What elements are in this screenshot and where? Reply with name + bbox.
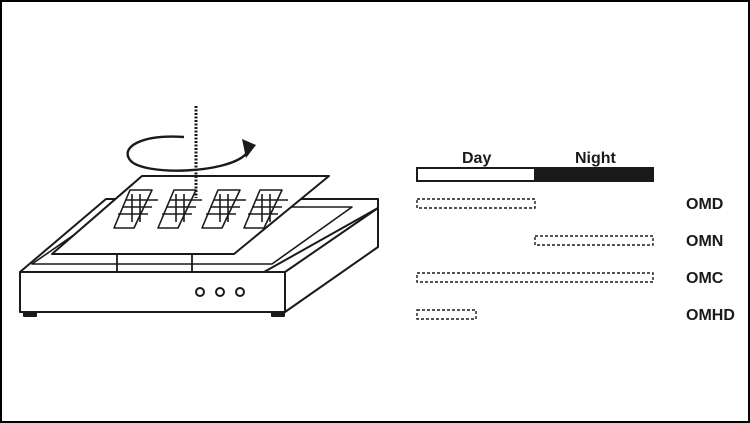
group-rows: OMD OMN OMC OMHD xyxy=(416,196,735,324)
group-label-omhd: OMHD xyxy=(686,307,735,324)
day-label: Day xyxy=(462,150,491,167)
night-bar xyxy=(534,167,654,182)
day-bar xyxy=(416,167,536,182)
base-foot-right xyxy=(271,311,285,317)
tube-rack xyxy=(201,189,246,229)
circular-arrow-icon xyxy=(126,135,256,172)
control-knob xyxy=(235,287,245,297)
group-label-omn: OMN xyxy=(686,233,723,250)
period-bar-omn xyxy=(534,235,654,246)
tube-rack xyxy=(157,189,202,229)
group-label-omd: OMD xyxy=(686,196,723,213)
control-knob xyxy=(195,287,205,297)
shaker-apparatus xyxy=(19,106,379,317)
control-knob xyxy=(215,287,225,297)
tube-rack xyxy=(243,189,288,229)
period-bar-omc xyxy=(416,272,654,283)
group-label-omc: OMC xyxy=(686,270,724,287)
tube-racks xyxy=(113,189,288,229)
period-bar-omd xyxy=(416,198,536,209)
base-foot-left xyxy=(23,311,37,317)
period-bar-omhd xyxy=(416,309,477,320)
schedule-chart: Day Night OMD OMN OMC OMHD xyxy=(416,150,735,324)
tube-rack xyxy=(113,189,158,229)
night-label: Night xyxy=(575,150,617,167)
